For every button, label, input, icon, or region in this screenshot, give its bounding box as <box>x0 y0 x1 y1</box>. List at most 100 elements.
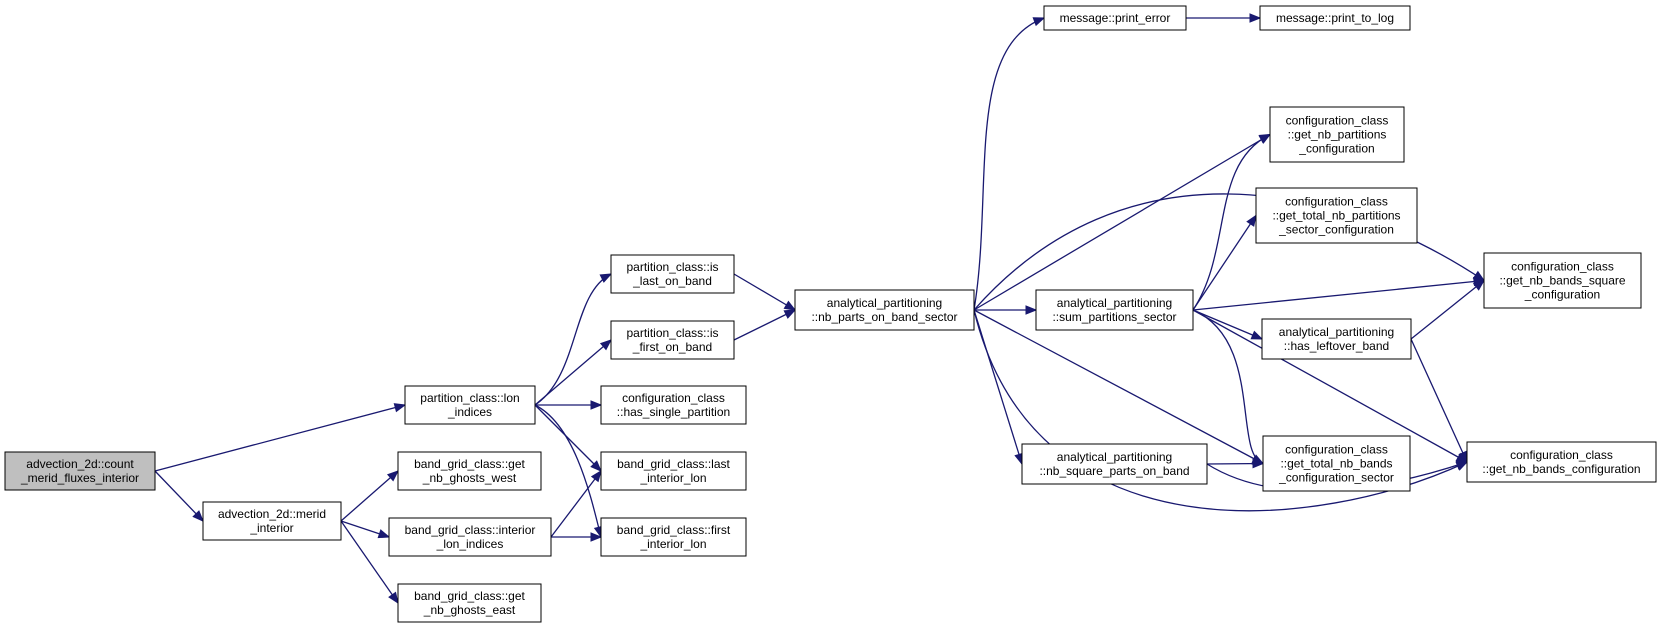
edge-lon_indices-to-has_single_partition <box>535 400 603 410</box>
node-box[interactable] <box>600 451 747 491</box>
node-nb_square_parts_on_band[interactable]: analytical_partitioning::nb_square_parts… <box>1021 443 1208 485</box>
edge-sum_partitions_sector-to-get_total_nb_partitions_sector_configuration <box>1192 214 1257 311</box>
edge-line <box>1192 309 1264 465</box>
node-box[interactable] <box>1269 106 1405 163</box>
node-first_interior_lon[interactable]: band_grid_class::first_interior_lon <box>600 517 747 557</box>
node-merid_interior[interactable]: advection_2d::merid_interior <box>202 501 342 541</box>
node-label-line: ::get_nb_bands_square <box>1499 274 1625 288</box>
node-nb_parts_on_band_sector[interactable]: analytical_partitioning::nb_parts_on_ban… <box>794 289 975 331</box>
node-box[interactable] <box>600 517 747 557</box>
node-box[interactable] <box>397 583 542 623</box>
edge-line <box>550 470 602 538</box>
edge-arrowhead <box>1249 13 1262 23</box>
node-label-line: partition_class::is <box>626 326 718 340</box>
edge-has_leftover_band-to-get_nb_bands_square_configuration <box>1410 279 1486 340</box>
node-label-line: _last_on_band <box>632 274 712 288</box>
node-box[interactable] <box>610 254 735 294</box>
edge-sum_partitions_sector-to-get_total_nb_bands_configuration_sector <box>1192 309 1265 465</box>
node-label-line: band_grid_class::interior <box>405 523 536 537</box>
node-is_first_on_band[interactable]: partition_class::is_first_on_band <box>610 320 735 360</box>
edge-root-to-merid_interior <box>154 470 204 522</box>
node-label-line: configuration_class <box>1286 114 1389 128</box>
edge-nb_parts_on_band_sector-to-print_error <box>973 17 1046 311</box>
node-has_leftover_band[interactable]: analytical_partitioning::has_leftover_ba… <box>1261 318 1412 360</box>
edge-lon_indices-to-is_first_on_band <box>534 339 613 406</box>
node-box[interactable] <box>1483 252 1642 309</box>
node-label-line: ::get_nb_bands_configuration <box>1482 462 1640 476</box>
node-box[interactable] <box>794 289 975 331</box>
node-get_nb_ghosts_west[interactable]: band_grid_class::get_nb_ghosts_west <box>397 451 542 491</box>
edge-lon_indices-to-first_interior_lon <box>534 404 604 539</box>
node-label-line: partition_class::is <box>626 260 718 274</box>
node-box[interactable] <box>1043 5 1187 31</box>
edge-line <box>534 404 602 472</box>
node-box[interactable] <box>1035 289 1194 331</box>
node-box[interactable] <box>202 501 342 541</box>
node-label-line: _indices <box>447 405 492 419</box>
node-box[interactable] <box>397 451 542 491</box>
node-box[interactable] <box>1262 435 1411 492</box>
node-get_nb_bands_square_configuration[interactable]: configuration_class::get_nb_bands_square… <box>1483 252 1642 309</box>
edge-interior_lon_indices-to-first_interior_lon <box>551 532 603 542</box>
node-get_nb_bands_configuration[interactable]: configuration_class::get_nb_bands_config… <box>1466 441 1657 483</box>
edge-arrowhead <box>783 309 797 319</box>
node-box[interactable] <box>600 385 747 425</box>
node-interior_lon_indices[interactable]: band_grid_class::interior_lon_indices <box>388 517 552 557</box>
edge-arrowhead <box>590 469 602 483</box>
node-label-line: configuration_class <box>1511 260 1614 274</box>
node-last_interior_lon[interactable]: band_grid_class::last_interior_lon <box>600 451 747 491</box>
node-label-line: analytical_partitioning <box>1057 296 1172 310</box>
node-label-line: _interior <box>249 521 293 535</box>
node-print_to_log[interactable]: message::print_to_log <box>1259 5 1411 31</box>
edge-arrowhead <box>192 510 204 522</box>
node-box[interactable] <box>4 451 156 491</box>
node-box[interactable] <box>1021 443 1208 485</box>
node-get_total_nb_partitions_sector_configuration[interactable]: configuration_class::get_total_nb_partit… <box>1255 187 1418 244</box>
node-box[interactable] <box>388 517 552 557</box>
edge-interior_lon_indices-to-last_interior_lon <box>550 469 602 538</box>
node-label-line: analytical_partitioning <box>1279 325 1394 339</box>
node-label-line: ::get_total_nb_partitions <box>1272 209 1400 223</box>
edge-line <box>340 470 399 522</box>
edge-line <box>973 309 1264 465</box>
edge-arrowhead <box>1246 214 1257 227</box>
node-label-line: advection_2d::merid <box>218 507 326 521</box>
node-label-line: _configuration <box>1298 142 1374 156</box>
edge-line <box>1192 309 1263 340</box>
edge-arrowhead <box>388 591 399 605</box>
node-is_last_on_band[interactable]: partition_class::is_last_on_band <box>610 254 735 294</box>
edge-line <box>973 193 1485 311</box>
node-label-line: _nb_ghosts_west <box>422 471 517 485</box>
node-get_total_nb_bands_configuration_sector[interactable]: configuration_class::get_total_nb_bands_… <box>1262 435 1411 492</box>
node-box[interactable] <box>404 385 536 425</box>
node-sum_partitions_sector[interactable]: analytical_partitioning::sum_partitions_… <box>1035 289 1194 331</box>
node-box[interactable] <box>1261 318 1412 360</box>
edge-line <box>534 404 602 538</box>
node-label-line: _lon_indices <box>436 537 504 551</box>
edge-arrowhead <box>599 273 613 283</box>
node-label-line: _sector_configuration <box>1278 223 1394 237</box>
node-box[interactable] <box>1259 5 1411 31</box>
edge-arrowhead <box>590 400 603 410</box>
node-root[interactable]: advection_2d::count_merid_fluxes_interio… <box>4 451 156 491</box>
node-label-line: configuration_class <box>1510 448 1613 462</box>
node-get_nb_partitions_configuration[interactable]: configuration_class::get_nb_partitions_c… <box>1269 106 1405 163</box>
edge-arrowhead <box>783 300 797 311</box>
nodes-layer: advection_2d::count_merid_fluxes_interio… <box>4 5 1657 623</box>
node-print_error[interactable]: message::print_error <box>1043 5 1187 31</box>
node-label-line: _interior_lon <box>639 537 706 551</box>
node-label-line: ::sum_partitions_sector <box>1052 310 1176 324</box>
node-label-line: _configuration <box>1524 288 1600 302</box>
edge-sum_partitions_sector-to-has_leftover_band <box>1192 309 1264 340</box>
edge-sum_partitions_sector-to-get_nb_partitions_configuration <box>1192 133 1272 311</box>
node-label-line: ::get_total_nb_bands <box>1280 457 1392 471</box>
edge-merid_interior-to-get_nb_ghosts_east <box>340 520 399 605</box>
node-box[interactable] <box>610 320 735 360</box>
node-box[interactable] <box>1255 187 1418 244</box>
node-get_nb_ghosts_east[interactable]: band_grid_class::get_nb_ghosts_east <box>397 583 542 623</box>
edge-merid_interior-to-interior_lon_indices <box>340 520 391 539</box>
node-has_single_partition[interactable]: configuration_class::has_single_partitio… <box>600 385 747 425</box>
node-label-line: band_grid_class::last <box>617 457 730 471</box>
node-lon_indices[interactable]: partition_class::lon_indices <box>404 385 536 425</box>
node-box[interactable] <box>1466 441 1657 483</box>
